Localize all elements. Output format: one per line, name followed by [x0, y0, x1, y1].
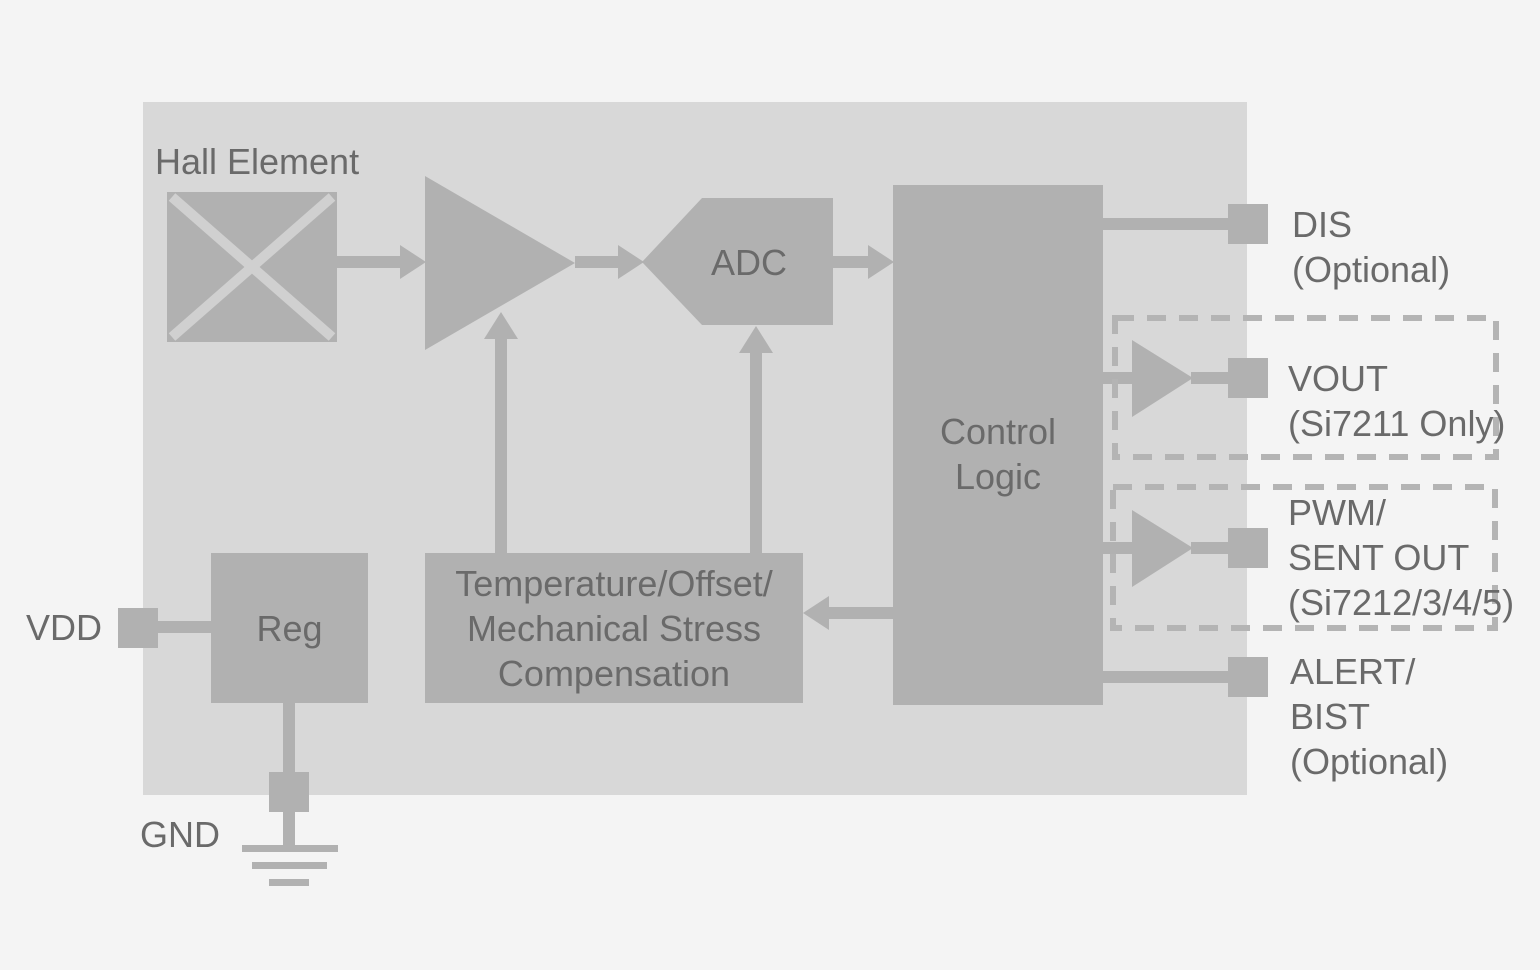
- reg-block: Reg: [211, 553, 368, 703]
- amp-to-adc-line: [575, 256, 620, 268]
- control-to-comp-line: [827, 607, 893, 619]
- dis-pin: [1228, 204, 1268, 244]
- hall-cross-line-2: [168, 193, 336, 341]
- vout-pin-label: VOUT (Si7211 Only): [1288, 356, 1505, 446]
- adc-shape: [642, 198, 833, 325]
- vdd-pin: [118, 608, 158, 648]
- control-logic-label-line1: Control: [939, 411, 1057, 452]
- amplifier-icon: [425, 176, 575, 350]
- pwm-pin-label: PWM/ SENT OUT (Si7212/3/4/5): [1288, 490, 1514, 625]
- control-to-comp-arrowhead: [803, 596, 829, 630]
- gnd-to-earth-line: [283, 810, 295, 848]
- adc-to-control-line: [833, 256, 870, 268]
- control-logic-label-line2: Logic: [954, 456, 1042, 497]
- adc-to-control-arrowhead: [868, 245, 894, 279]
- pwm-pin-label-line1: PWM/: [1288, 492, 1386, 533]
- alert-pin-label-line2: BIST: [1290, 696, 1371, 737]
- compensation-label-line1: Temperature/Offset/: [455, 562, 773, 604]
- control-logic-block: Control Logic: [893, 185, 1103, 705]
- vout-option-dashed-box: [1112, 315, 1499, 460]
- comp-to-amp-line: [495, 337, 507, 553]
- gnd-pin: [269, 772, 309, 812]
- ground-icon: [242, 845, 338, 886]
- alert-pin-label: ALERT/ BIST (Optional): [1290, 649, 1448, 784]
- compensation-block: Temperature/Offset/ Mechanical Stress Co…: [425, 553, 803, 703]
- reg-label: Reg: [256, 607, 323, 649]
- pwm-pin-label-line3: (Si7212/3/4/5): [1288, 582, 1515, 623]
- comp-to-amp-arrowhead: [484, 312, 518, 339]
- ground-bar-2: [252, 862, 327, 869]
- pwm-buffer-icon: [1132, 510, 1193, 587]
- hall-to-amp-arrowhead: [400, 245, 426, 279]
- vout-pin-label-line2: (Si7211 Only): [1288, 403, 1506, 444]
- compensation-label-line2: Mechanical Stress: [466, 607, 762, 649]
- vout-pin-label-line1: VOUT: [1288, 358, 1389, 399]
- comp-to-adc-arrowhead: [739, 326, 773, 353]
- dis-pin-label: DIS (Optional): [1292, 202, 1450, 292]
- vdd-label: VDD: [26, 607, 103, 648]
- dis-pin-label-line2: (Optional): [1292, 249, 1451, 290]
- comp-to-adc-line: [750, 351, 762, 553]
- pwm-line-out: [1191, 542, 1230, 554]
- ground-bar-3: [269, 879, 309, 886]
- dis-pin-label-line1: DIS: [1292, 204, 1353, 245]
- pwm-pin-label-line2: SENT OUT: [1288, 537, 1470, 578]
- dis-line: [1103, 218, 1229, 230]
- vout-pin: [1228, 358, 1268, 398]
- hall-element-label: Hall Element: [155, 141, 360, 182]
- vdd-line: [156, 621, 212, 633]
- hall-to-amp-line: [337, 256, 402, 268]
- reg-to-gnd-line: [283, 701, 295, 774]
- pwm-option-dashed-box: [1110, 484, 1498, 631]
- ground-bar-1: [242, 845, 338, 852]
- pwm-pin: [1228, 528, 1268, 568]
- adc-label: ADC: [710, 242, 787, 283]
- alert-line: [1103, 671, 1229, 683]
- amp-to-adc-arrowhead: [618, 245, 644, 279]
- vout-buffer-icon: [1132, 340, 1193, 417]
- vout-line-in: [1103, 372, 1134, 384]
- alert-pin-label-line3: (Optional): [1290, 741, 1449, 782]
- pwm-line-in: [1103, 542, 1134, 554]
- alert-pin-label-line1: ALERT/: [1290, 651, 1416, 692]
- vout-line-out: [1191, 372, 1230, 384]
- alert-pin: [1228, 657, 1268, 697]
- compensation-label-line3: Compensation: [497, 652, 731, 694]
- gnd-label: GND: [140, 814, 220, 855]
